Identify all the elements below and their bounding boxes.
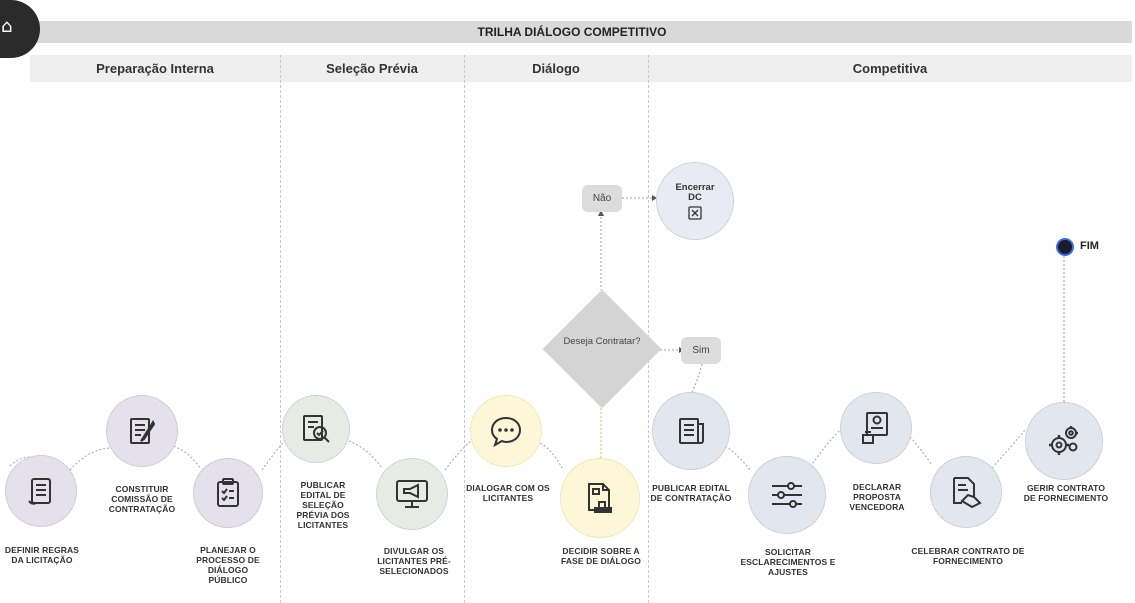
- step-constituir-comissao[interactable]: [106, 395, 178, 467]
- clipboard-icon: [217, 478, 239, 507]
- connector: [344, 439, 383, 469]
- label-celebrar-contrato: CELEBRAR CONTRATO DE FORNECIMENTO: [911, 546, 1025, 566]
- close-box-icon: [688, 205, 702, 220]
- phase-bar: [30, 55, 1132, 82]
- label-definir-regras: DEFINIR REGRAS DA LICITAÇÃO: [4, 545, 80, 565]
- step-planejar-processo[interactable]: [193, 458, 263, 528]
- phase-selecao-previa: Seleção Prévia: [326, 61, 418, 76]
- step-publicar-edital-contratacao[interactable]: [652, 392, 730, 470]
- step-solicitar-esclarecimentos[interactable]: [748, 456, 826, 534]
- step-celebrar-contrato[interactable]: [930, 456, 1002, 528]
- arrow-head: [652, 195, 657, 201]
- document-pen-icon: [130, 418, 156, 444]
- monitor-megaphone-icon: [396, 480, 428, 508]
- end-label: FIM: [1080, 240, 1099, 252]
- newspaper-icon: [679, 418, 704, 444]
- connector: [444, 439, 473, 471]
- label-dialogar: DIALOGAR COM OS LICITANTES: [466, 483, 550, 503]
- connector: [261, 439, 286, 471]
- sliders-icon: [772, 482, 802, 508]
- chat-bubble-icon: [490, 416, 522, 448]
- connector: [69, 447, 113, 471]
- phase-dialogo: Diálogo: [532, 61, 580, 76]
- step-encerrar-dc[interactable]: Encerrar DC: [656, 162, 734, 240]
- phase-separator: [464, 55, 465, 603]
- step-definir-regras[interactable]: [5, 455, 77, 527]
- decision-question: Deseja Contratar?: [563, 336, 641, 347]
- arrow-head: [598, 210, 604, 216]
- label-planejar-processo: PLANEJAR O PROCESSO DE DIÁLOGO PÚBLICO: [196, 545, 260, 585]
- label-solicitar-esclarecimentos: SOLICITAR ESCLARECIMENTOS E AJUSTES: [740, 547, 836, 577]
- step-divulgar-licitantes[interactable]: [376, 458, 448, 530]
- label-publicar-edital-selecao: PUBLICAR EDITAL DE SELEÇÃO PRÉVIA DOS LI…: [296, 480, 350, 530]
- step-gerir-contrato[interactable]: [1025, 402, 1103, 480]
- phase-separator: [280, 55, 281, 603]
- phase-preparacao-interna: Preparação Interna: [96, 61, 214, 76]
- step-decidir-fase[interactable]: [560, 458, 640, 538]
- logo-icon: ⌂: [1, 16, 13, 37]
- encerrar-dc-label: Encerrar DC: [675, 181, 715, 203]
- connector: [807, 427, 843, 471]
- phase-separator: [648, 55, 649, 603]
- label-decidir-fase: DECIDIR SOBRE A FASE DE DIÁLOGO: [561, 546, 641, 566]
- label-declarar-proposta: DECLARAR PROPOSTA VENCEDORA: [849, 482, 905, 512]
- connector: [691, 363, 703, 393]
- page-title: TRILHA DIÁLOGO COMPETITIVO: [477, 25, 667, 39]
- document-search-icon: [303, 415, 330, 443]
- connector: [532, 439, 563, 469]
- label-constituir-comissao: CONSTITUIR COMISSÃO DE CONTRATAÇÃO: [108, 484, 176, 514]
- label-publicar-edital-contratacao: PUBLICAR EDITAL DE CONTRATAÇÃO: [650, 483, 732, 503]
- label-gerir-contrato: GERIR CONTRATO DE FORNECIMENTO: [1023, 483, 1109, 503]
- connector: [169, 444, 201, 469]
- end-marker: [1056, 238, 1074, 256]
- title-bar: TRILHA DIÁLOGO COMPETITIVO: [12, 21, 1132, 43]
- step-declarar-proposta[interactable]: [840, 392, 912, 464]
- podium-certificate-icon: [862, 412, 888, 444]
- label-divulgar-licitantes: DIVULGAR OS LICITANTES PRÉ-SELECIONADOS: [377, 546, 451, 576]
- yes-option[interactable]: Sim: [681, 337, 721, 364]
- no-option[interactable]: Não: [582, 185, 622, 212]
- step-dialogar[interactable]: [470, 395, 542, 467]
- connector: [991, 429, 1026, 469]
- gears-icon: [1049, 426, 1078, 455]
- document-stamp-icon: [588, 483, 612, 513]
- phase-competitiva: Competitiva: [852, 61, 928, 76]
- handshake-document-icon: [953, 477, 982, 509]
- scroll-icon: [28, 478, 51, 505]
- step-publicar-edital-selecao[interactable]: [282, 395, 350, 463]
